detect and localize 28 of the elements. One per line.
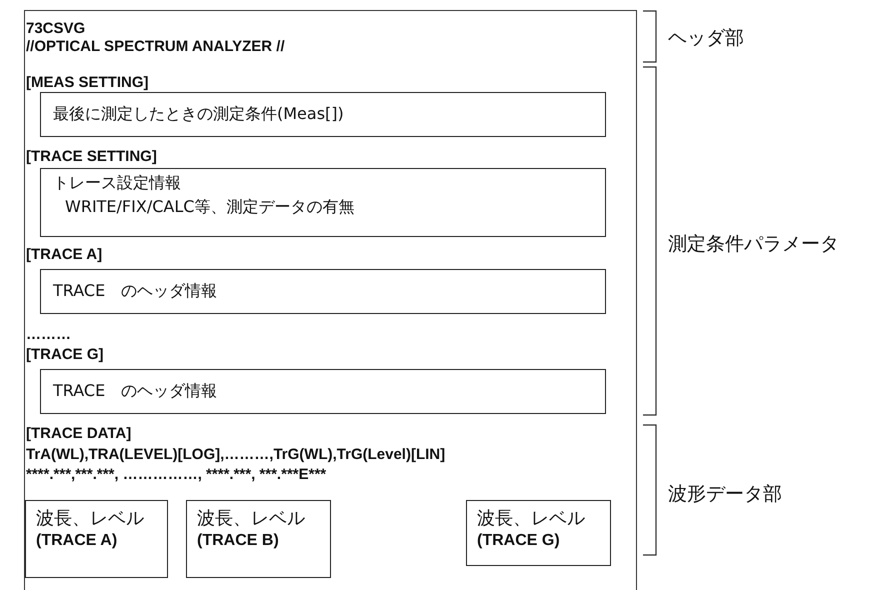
body-text: 波長、レベル [36,507,144,531]
file-frame [24,10,637,590]
data-box [25,500,168,578]
data-format-text: ****.***,***.***, ……………, ****.***, ***.***E*** [26,466,326,483]
section-heading: [TRACE G] [26,346,104,363]
body-text: 波長、レベル [477,507,585,531]
body-text: TRACE のヘッダ情報 [53,281,218,301]
ellipsis: ……… [26,326,71,343]
section-label: 測定条件パラメータ [668,233,839,255]
section-heading: [TRACE SETTING] [26,148,157,165]
body-text: TRACE のヘッダ情報 [53,381,218,401]
section-heading: [TRACE A] [26,246,102,263]
file-header-text: 73CSVG [26,20,86,37]
column-header-text: TrA(WL),TRA(LEVEL)[LOG],………,TrG(WL),TrG(Level)[LIN] [26,446,446,463]
body-text: 最後に測定したときの測定条件(Meas[]) [53,104,344,124]
section-heading: [MEAS SETTING] [26,74,148,91]
body-text: (TRACE G) [477,531,560,551]
section-heading: [TRACE DATA] [26,425,132,442]
body-text: 波長、レベル [197,507,305,531]
data-box [466,500,611,566]
body-text: (TRACE A) [36,531,118,551]
body-text: WRITE/FIX/CALC等、測定データの有無 [65,197,354,217]
section-label: ヘッダ部 [668,27,744,49]
body-text: (TRACE B) [197,531,279,551]
body-text: トレース設定情報 [53,173,181,193]
section-label: 波形データ部 [668,483,782,505]
data-box [186,500,331,578]
file-header-text: //OPTICAL SPECTRUM ANALYZER // [26,38,285,55]
